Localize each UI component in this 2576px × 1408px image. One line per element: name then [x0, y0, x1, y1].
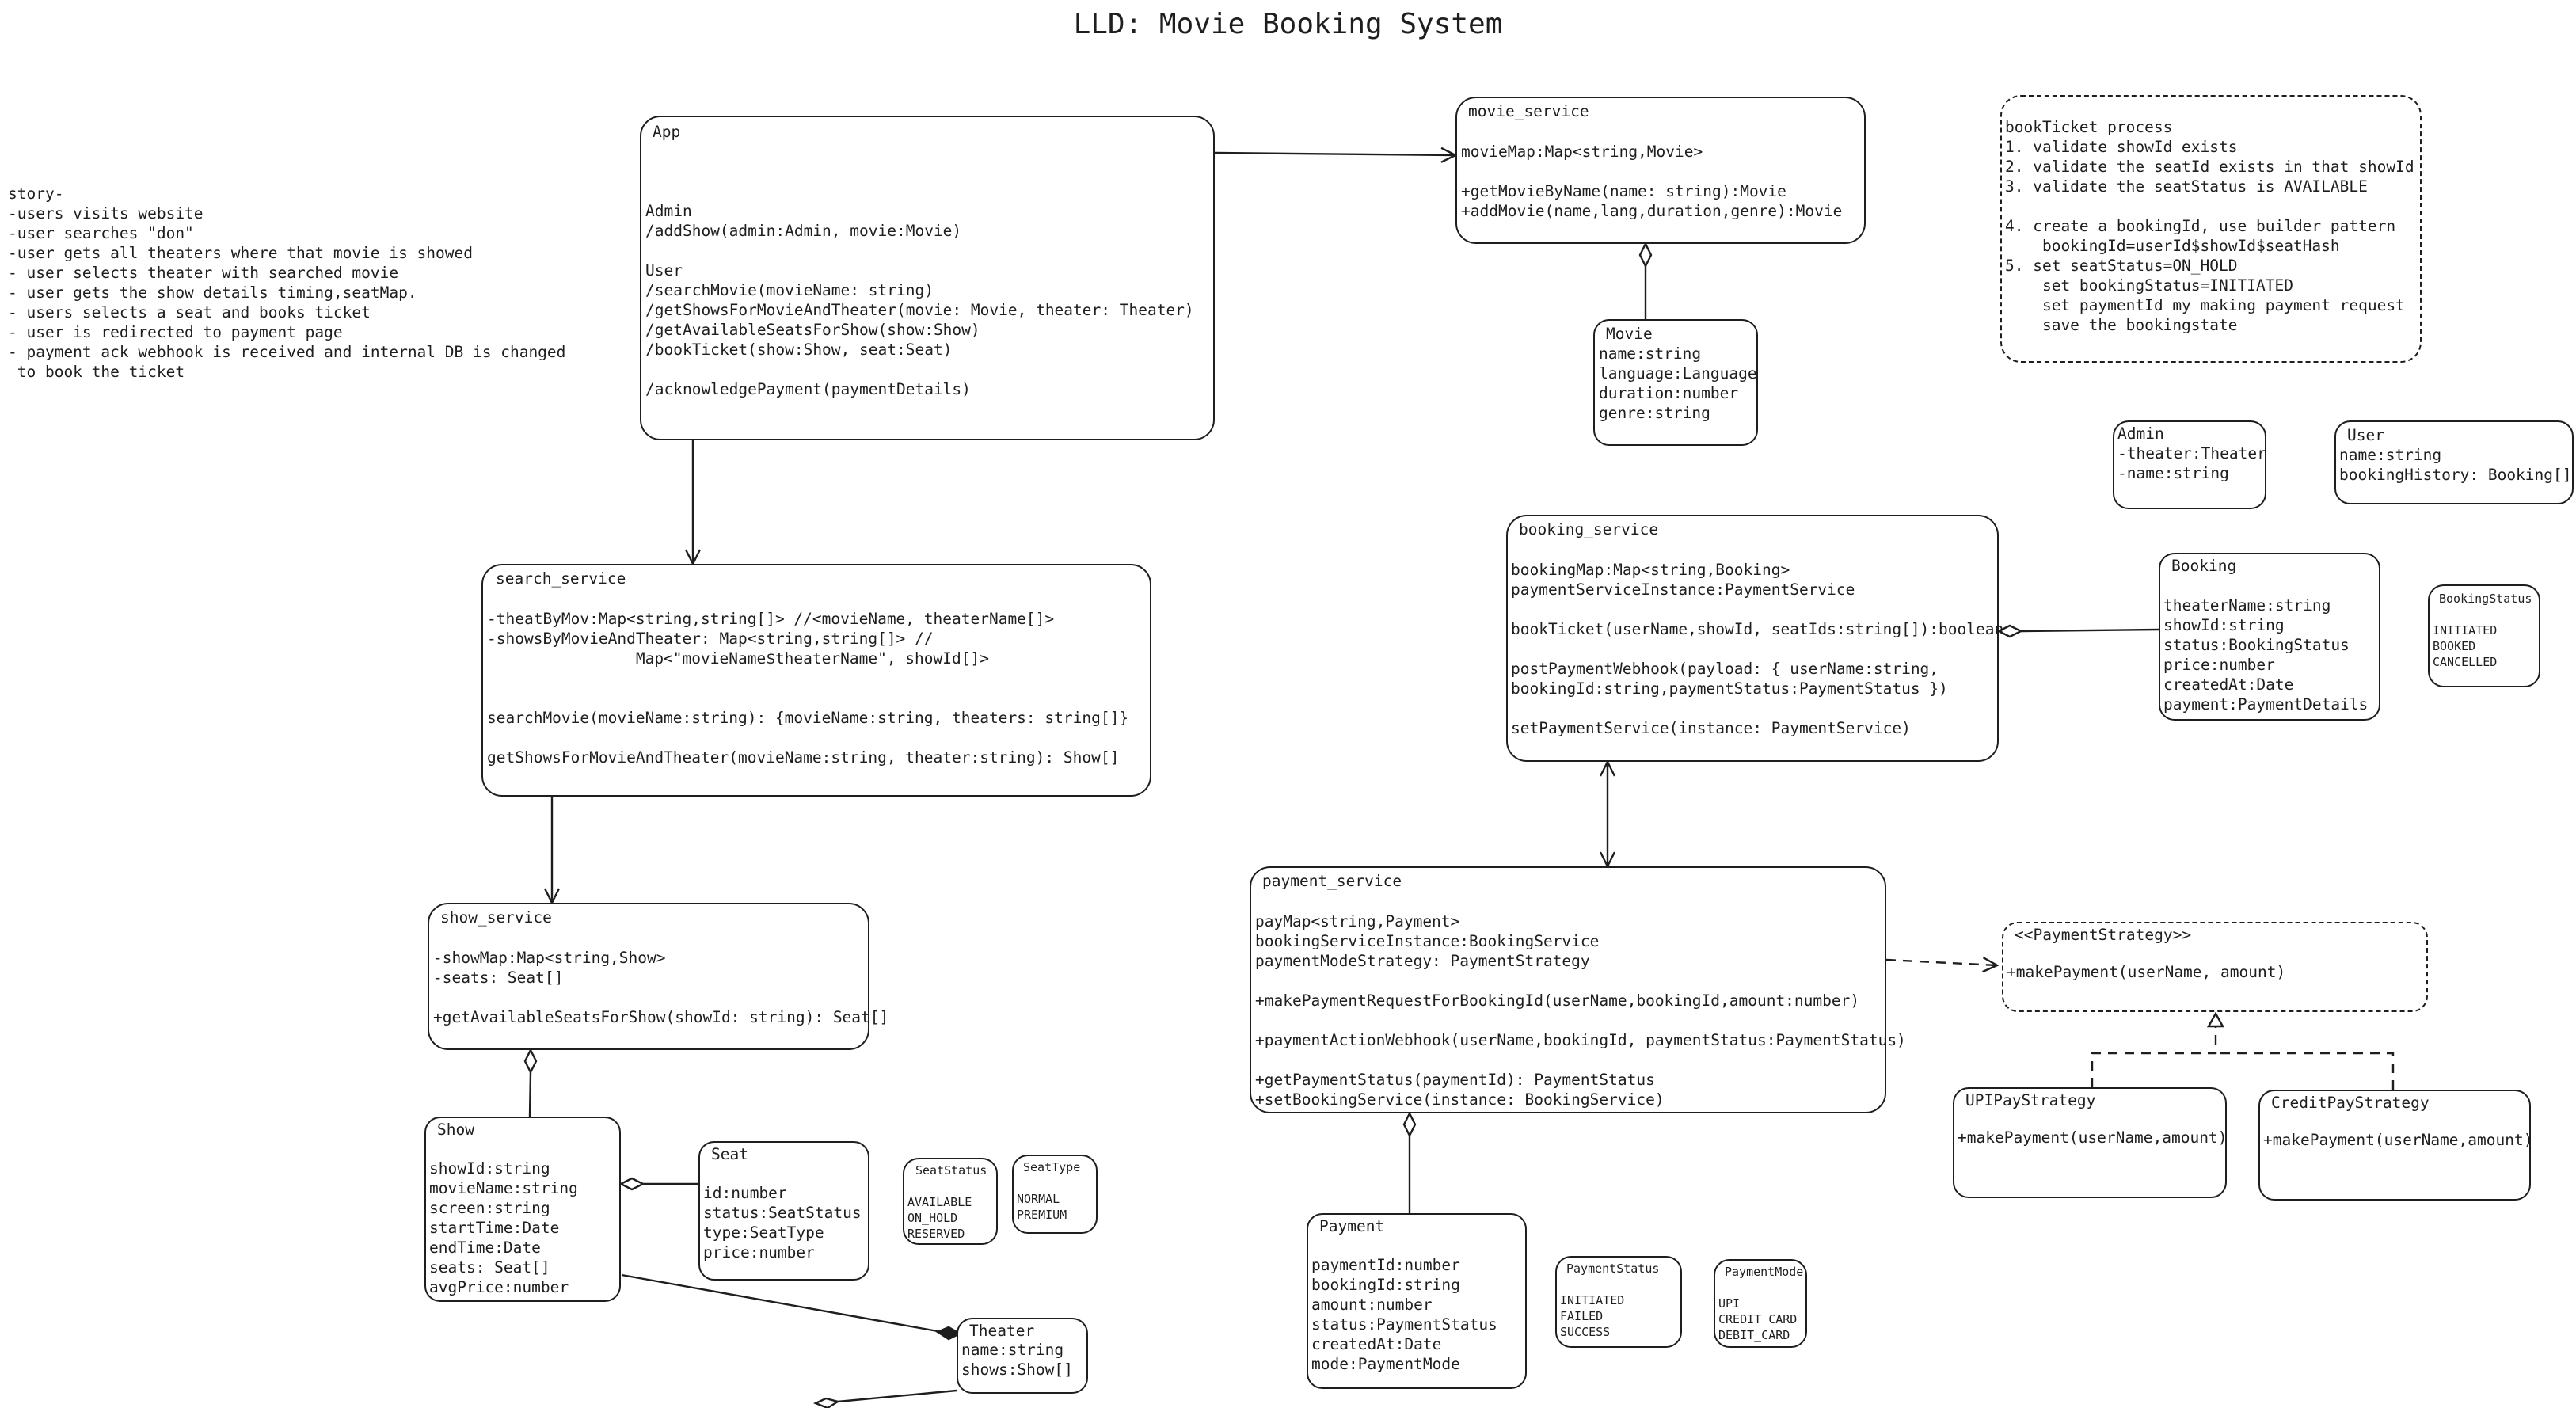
booking-status-box[interactable]: BookingStatus INITIATED BOOKED CANCELLED: [2428, 584, 2540, 687]
seat-box[interactable]: Seat id:number status:SeatStatus type:Se…: [698, 1141, 869, 1281]
edge-credit-realizes-strategy: [2216, 1052, 2395, 1090]
app-box[interactable]: App Admin /addShow(admin:Admin, movie:Mo…: [640, 116, 1215, 440]
box-name: UPIPayStrategy: [1965, 1091, 2096, 1109]
box-body: +makePayment(userName,amount): [2263, 1131, 2533, 1149]
edge-show-composed-in-theater: [621, 1273, 938, 1333]
credit-pay-strategy-box[interactable]: CreditPayStrategy +makePayment(userName,…: [2258, 1090, 2533, 1201]
edge-theater-aggregation: [837, 1389, 957, 1403]
box-name: SeatType: [1023, 1160, 1081, 1174]
box-name: Show: [437, 1121, 474, 1139]
story-note: story- -users visits website -user searc…: [8, 185, 566, 381]
box-name: search_service: [496, 569, 626, 588]
box-body: AVAILABLE ON_HOLD RESERVED: [907, 1195, 972, 1241]
box-body: bookingMap:Map<string,Booking> paymentSe…: [1511, 561, 2004, 737]
aggregation-diamond: [1638, 242, 1653, 268]
box-name: payment_service: [1262, 872, 1402, 890]
movie-service-box[interactable]: movie_service movieMap:Map<string,Movie>…: [1455, 97, 1866, 244]
box-body: -theatByMov:Map<string,string[]> //<movi…: [487, 610, 1129, 767]
box-name: Admin: [2117, 424, 2164, 443]
composition-diamond: [935, 1326, 962, 1341]
note-body: bookTicket process 1. validate showId ex…: [2005, 118, 2414, 334]
seat-type-box[interactable]: SeatType NORMAL PREMIUM: [1012, 1155, 1098, 1234]
show-service-box[interactable]: show_service -showMap:Map<string,Show> -…: [428, 903, 888, 1050]
box-body: movieMap:Map<string,Movie> +getMovieByNa…: [1461, 143, 1843, 220]
box-name: Seat: [711, 1145, 748, 1163]
admin-box[interactable]: Admin -theater:Theater -name:string: [2113, 420, 2266, 509]
movie-box[interactable]: Movie name:string language:Language dura…: [1593, 319, 1758, 446]
show-box[interactable]: Show showId:string movieName:string scre…: [424, 1117, 621, 1302]
booking-service-box[interactable]: booking_service bookingMap:Map<string,Bo…: [1506, 515, 2003, 762]
upi-pay-strategy-box[interactable]: UPIPayStrategy +makePayment(userName,amo…: [1953, 1087, 2227, 1198]
box-name: PaymentMode: [1725, 1265, 1804, 1279]
box-name: booking_service: [1519, 520, 1659, 538]
box-name: CreditPayStrategy: [2271, 1094, 2430, 1112]
box-body: NORMAL PREMIUM: [1017, 1192, 1067, 1222]
box-name: Theater: [969, 1322, 1035, 1340]
payment-strategy-interface-box[interactable]: <<PaymentStrategy>> +makePayment(userNam…: [2002, 922, 2428, 1012]
box-body: paymentId:number bookingId:string amount…: [1311, 1256, 1497, 1373]
box-body: INITIATED BOOKED CANCELLED: [2433, 623, 2498, 669]
edge-app-to-movie-service: [1214, 153, 1455, 155]
box-body: name:string bookingHistory: Booking[]: [2339, 446, 2572, 484]
payment-status-box[interactable]: PaymentStatus INITIATED FAILED SUCCESS: [1555, 1256, 1682, 1348]
box-body: name:string language:Language duration:n…: [1599, 344, 1757, 422]
aggregation-diamond: [618, 1177, 645, 1191]
box-body: +makePayment(userName,amount): [1958, 1128, 2228, 1147]
box-name: Movie: [1606, 325, 1653, 343]
box-body: theaterName:string showId:string status:…: [2163, 596, 2369, 714]
box-name: <<PaymentStrategy>>: [2015, 926, 2192, 944]
box-name: SeatStatus: [915, 1163, 987, 1178]
payment-box[interactable]: Payment paymentId:number bookingId:strin…: [1307, 1213, 1527, 1389]
user-box[interactable]: User name:string bookingHistory: Booking…: [2334, 420, 2574, 504]
seat-status-box[interactable]: SeatStatus AVAILABLE ON_HOLD RESERVED: [903, 1158, 998, 1245]
box-body: Admin /addShow(admin:Admin, movie:Movie)…: [645, 202, 1194, 398]
box-body: showId:string movieName:string screen:st…: [429, 1159, 578, 1296]
box-body: UPI CREDIT_CARD DEBIT_CARD: [1718, 1296, 1798, 1342]
box-body: +makePayment(userName, amount): [2007, 963, 2286, 981]
box-name: PaymentStatus: [1566, 1261, 1660, 1276]
box-body: -theater:Theater -name:string: [2117, 444, 2266, 482]
aggregation-diamond: [1402, 1111, 1417, 1138]
box-body: -showMap:Map<string,Show> -seats: Seat[]…: [433, 949, 889, 1026]
edge-upi-realizes-strategy: [2091, 1024, 2217, 1087]
edge-show-service-aggregates-show: [528, 1071, 532, 1117]
box-name: User: [2347, 426, 2384, 444]
box-name: show_service: [440, 908, 552, 927]
box-name: movie_service: [1468, 102, 1589, 120]
edge-booking-service-aggregates-booking: [2020, 628, 2159, 633]
theater-box[interactable]: Theater name:string shows:Show[]: [957, 1318, 1088, 1394]
realization-triangle: [2206, 1011, 2225, 1028]
booking-box[interactable]: Booking theaterName:string showId:string…: [2159, 553, 2380, 721]
edge-payment-service-uses-strategy: [1885, 960, 1997, 965]
box-body: INITIATED FAILED SUCCESS: [1560, 1293, 1625, 1339]
box-name: BookingStatus: [2439, 592, 2532, 606]
book-ticket-process-note[interactable]: bookTicket process 1. validate showId ex…: [2000, 95, 2422, 363]
box-body: payMap<string,Payment> bookingServiceIns…: [1255, 912, 1906, 1109]
aggregation-diamond: [1996, 624, 2023, 638]
search-service-box[interactable]: search_service -theatByMov:Map<string,st…: [481, 564, 1151, 797]
diagram-title: LLD: Movie Booking System: [1073, 8, 1503, 40]
payment-service-box[interactable]: payment_service payMap<string,Payment> b…: [1250, 866, 1906, 1113]
aggregation-diamond: [812, 1397, 841, 1408]
box-body: id:number status:SeatStatus type:SeatTyp…: [703, 1184, 862, 1261]
box-name: Booking: [2171, 557, 2237, 575]
box-body: name:string shows:Show[]: [961, 1341, 1073, 1379]
payment-mode-box[interactable]: PaymentMode UPI CREDIT_CARD DEBIT_CARD: [1714, 1259, 1807, 1348]
box-name: Payment: [1319, 1217, 1385, 1235]
box-name: App: [653, 123, 681, 141]
aggregation-diamond: [523, 1048, 538, 1075]
